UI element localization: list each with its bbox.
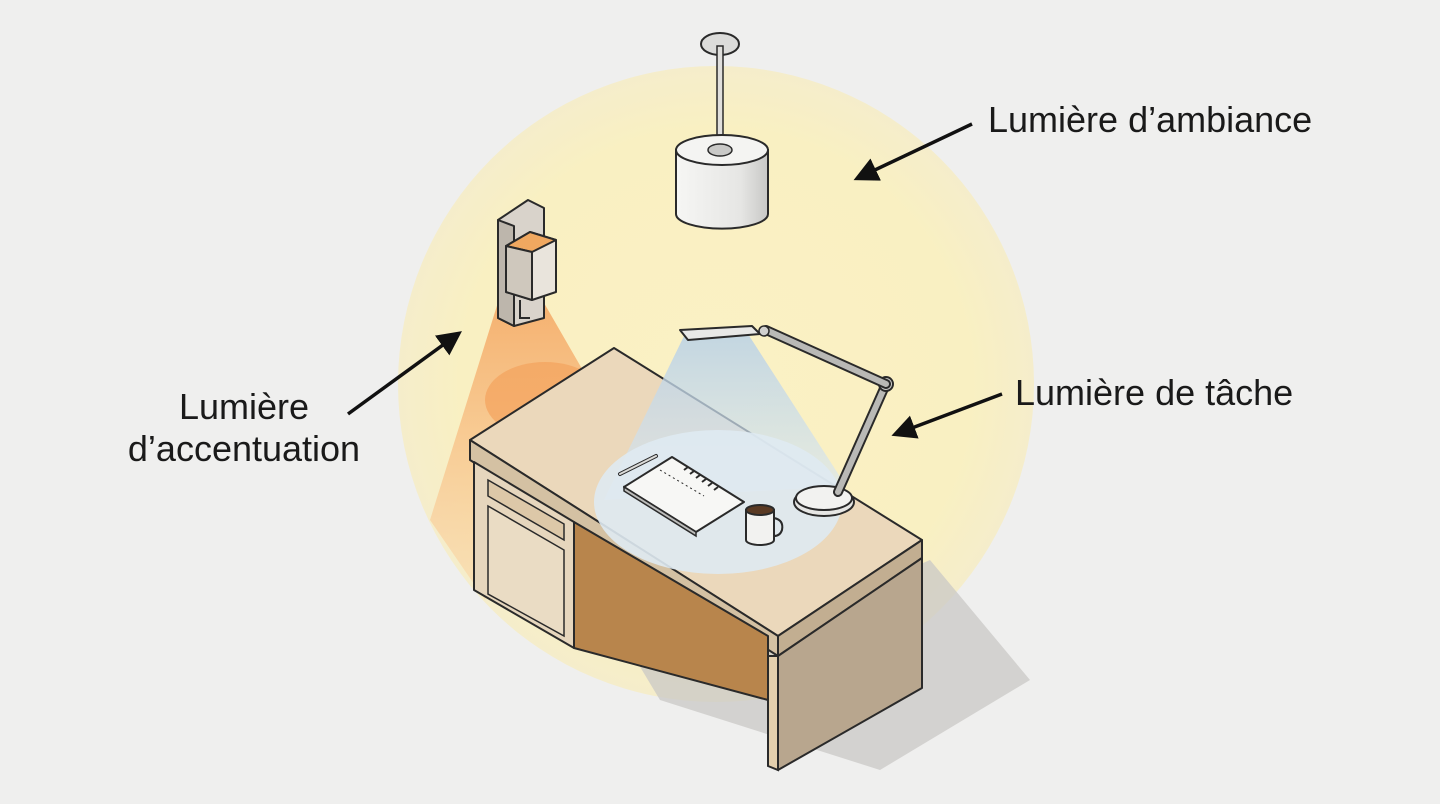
label-accent-light: Lumière d’accentuation — [96, 386, 392, 470]
label-ambient-light: Lumière d’ambiance — [988, 99, 1312, 141]
label-accent-line-1: Lumière — [96, 386, 392, 428]
label-task-light: Lumière de tâche — [1015, 372, 1293, 414]
label-accent-line-2: d’accentuation — [96, 428, 392, 470]
